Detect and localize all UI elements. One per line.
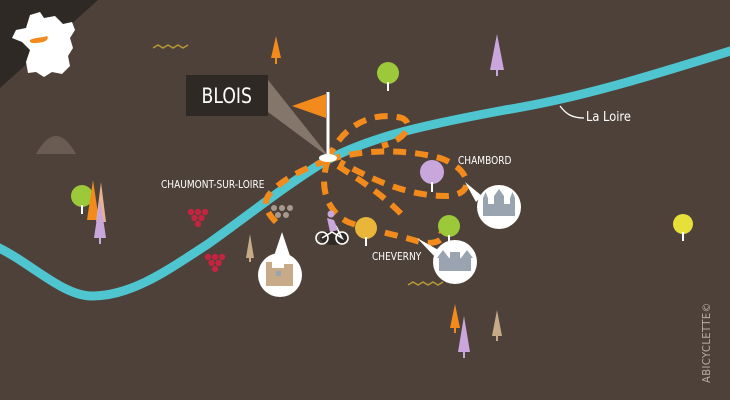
tree-icon	[673, 214, 693, 241]
grapes-icon	[204, 253, 226, 273]
grapes-icon	[187, 208, 209, 228]
tree-icon	[94, 198, 106, 244]
zigzag-icon	[152, 44, 189, 49]
tree-icon	[246, 234, 254, 262]
place-label-chambord: CHAMBORD	[458, 155, 512, 167]
tree-icon	[492, 310, 502, 341]
cyclist-icon	[315, 210, 349, 245]
tree-icon	[355, 217, 377, 246]
hill-icon	[36, 136, 76, 154]
place-label-cheverny: CHEVERNY	[372, 251, 422, 263]
tree-icon	[71, 185, 93, 214]
castle-icon	[417, 238, 477, 284]
tree-icon	[271, 36, 281, 64]
blois-label-box: BLOIS	[186, 75, 268, 116]
tree-icon	[490, 34, 504, 76]
blois-label: BLOIS	[201, 83, 253, 108]
tree-icon	[377, 62, 399, 91]
credit-text: ABICYCLETTE©	[700, 302, 713, 383]
flag-icon	[292, 92, 337, 162]
tree-icon	[420, 160, 444, 192]
tree-icon	[438, 215, 460, 244]
zigzag-icon	[407, 281, 444, 286]
france-inset-icon	[0, 0, 98, 88]
tree-icon	[458, 316, 470, 358]
place-label-chaumont: CHAUMONT-SUR-LOIRE	[161, 179, 265, 191]
castle-icon	[465, 182, 521, 229]
river-label: La Loire	[586, 110, 631, 125]
loire-river	[0, 46, 730, 301]
tree-icon	[450, 304, 460, 333]
cycling-route	[262, 113, 470, 246]
castle-icon	[258, 232, 302, 297]
